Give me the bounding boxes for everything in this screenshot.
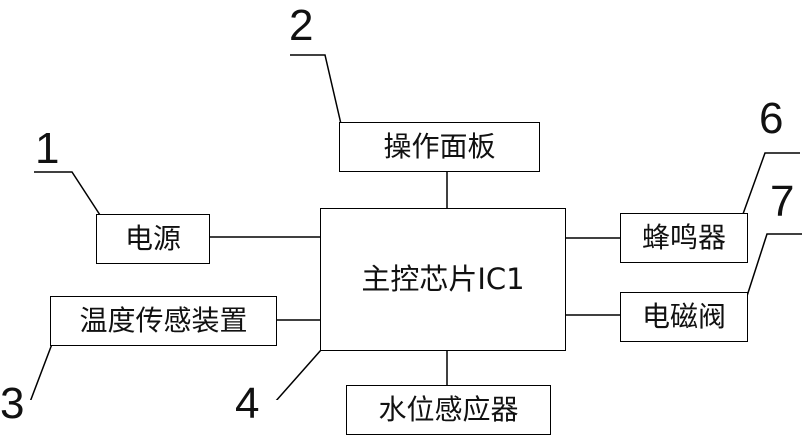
connector-lines <box>29 54 802 400</box>
reference-number-4: 4 <box>235 379 260 428</box>
leader-line-4 <box>275 349 322 400</box>
power-supply-label: 电源 <box>124 222 181 255</box>
leader-line-3 <box>29 343 53 400</box>
leader-line-7 <box>746 233 802 297</box>
bottom-box-label: 水位感应器 <box>378 393 519 426</box>
control-panel-label: 操作面板 <box>383 130 496 163</box>
bottom-box: 水位感应器 <box>346 385 551 435</box>
reference-number-2: 2 <box>289 1 314 50</box>
main-chip-label: 主控芯片IC1 <box>361 262 525 296</box>
temperature-sensor-box: 温度传感装置 <box>50 296 277 346</box>
solenoid-valve-label: 电磁阀 <box>641 300 726 333</box>
leader-line-2 <box>290 54 342 125</box>
reference-number-7: 7 <box>770 177 795 226</box>
reference-number-6: 6 <box>759 94 784 143</box>
temperature-sensor-label: 温度传感装置 <box>79 304 248 337</box>
leader-line-1 <box>34 171 101 216</box>
reference-number-3: 3 <box>0 379 25 428</box>
control-panel-box: 操作面板 <box>339 122 540 172</box>
leader-line-6 <box>742 152 800 215</box>
reference-number-1: 1 <box>35 124 60 173</box>
main-chip-box: 主控芯片IC1 <box>320 208 566 351</box>
solenoid-valve-box: 电磁阀 <box>620 292 748 342</box>
buzzer-label: 蜂鸣器 <box>641 221 726 254</box>
buzzer-box: 蜂鸣器 <box>620 213 748 263</box>
power-supply-box: 电源 <box>96 214 210 264</box>
